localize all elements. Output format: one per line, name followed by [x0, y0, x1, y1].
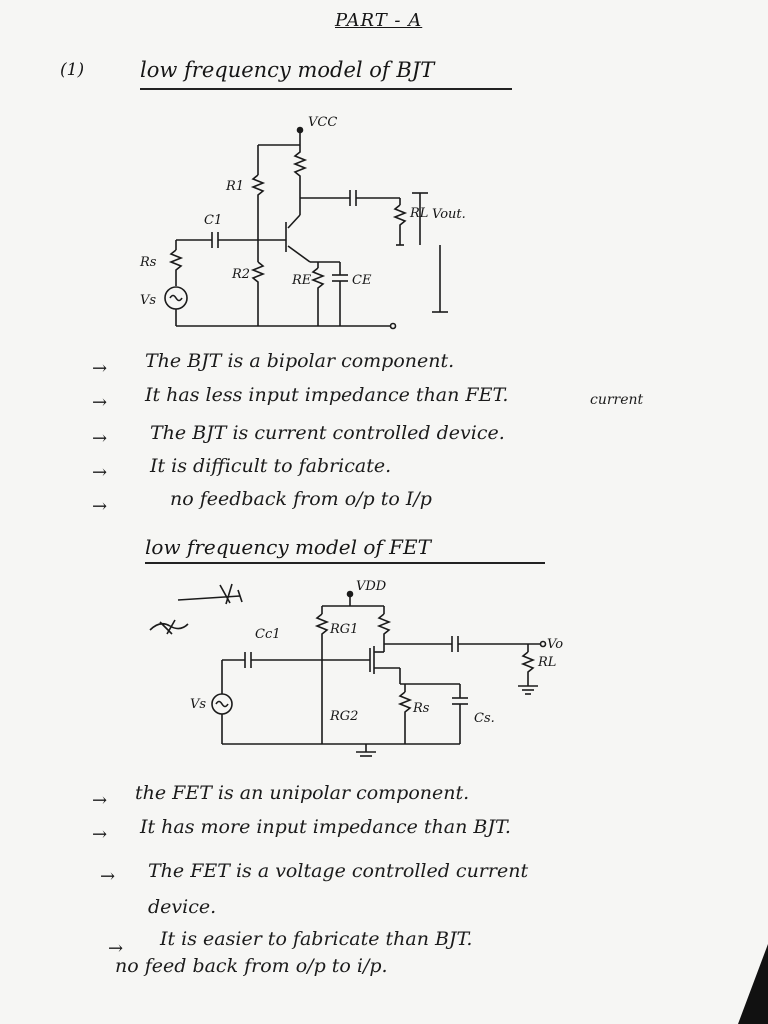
- bjt-point-1: The BJT is a bipolar component.: [145, 350, 455, 372]
- page-title: PART - A: [335, 10, 423, 31]
- heading-underline: [140, 88, 512, 90]
- bjt-point-3: The BJT is current controlled device.: [150, 422, 505, 444]
- fet-point-1: the FET is an unipolar component.: [135, 782, 470, 804]
- label-ce: CE: [352, 273, 372, 288]
- fet-point-4: It is easier to fabricate than BJT.: [160, 928, 473, 950]
- label-rg2: RG2: [329, 709, 358, 724]
- bullet-arrow-icon: →: [92, 392, 108, 413]
- bjt-point-2: It has less input impedance than FET.: [145, 384, 509, 406]
- label-rl: RL: [537, 655, 556, 670]
- bullet-arrow-icon: →: [92, 824, 108, 845]
- fet-point-5: no feed back from o/p to i/p.: [115, 955, 388, 977]
- label-vs: Vs: [140, 293, 156, 308]
- page-shadow-corner: [738, 944, 768, 1024]
- bullet-arrow-icon: →: [92, 496, 108, 517]
- section-heading-bjt: low frequency model of BJT: [140, 58, 435, 82]
- bullet-arrow-icon: →: [100, 866, 116, 887]
- label-vo: Vo: [547, 637, 563, 652]
- label-rs: Rs: [139, 255, 157, 270]
- label-vs: Vs: [190, 697, 206, 712]
- bjt-point-5: no feedback from o/p to I/p: [170, 488, 432, 510]
- bjt-point-4: It is difficult to fabricate.: [150, 455, 392, 477]
- bullet-arrow-icon: →: [92, 462, 108, 483]
- bjt-point-3-insert: current: [590, 392, 644, 408]
- label-rs: Rs: [412, 701, 430, 716]
- label-rl: RL: [409, 206, 428, 221]
- question-number: (1): [60, 60, 85, 80]
- fet-point-3: The FET is a voltage controlled current: [148, 860, 529, 882]
- label-vout: Vout.: [432, 207, 466, 222]
- fet-point-3-cont: device.: [148, 896, 217, 918]
- fet-point-2: It has more input impedance than BJT.: [140, 816, 511, 838]
- label-rg1: RG1: [329, 622, 358, 637]
- section-heading-fet: low frequency model of FET: [145, 535, 431, 559]
- bullet-arrow-icon: →: [92, 428, 108, 449]
- label-cs: Cs.: [474, 711, 495, 726]
- label-r1: R1: [225, 179, 244, 194]
- label-r2: R2: [231, 267, 250, 282]
- bullet-arrow-icon: →: [92, 790, 108, 811]
- label-vdd: VDD: [356, 579, 387, 594]
- label-vcc: VCC: [308, 115, 337, 130]
- label-re: RE: [291, 273, 312, 288]
- label-c1: C1: [204, 213, 222, 228]
- heading-underline: [145, 562, 545, 564]
- bullet-arrow-icon: →: [108, 938, 124, 959]
- bullet-arrow-icon: →: [92, 358, 108, 379]
- label-cc1: Cc1: [255, 627, 281, 642]
